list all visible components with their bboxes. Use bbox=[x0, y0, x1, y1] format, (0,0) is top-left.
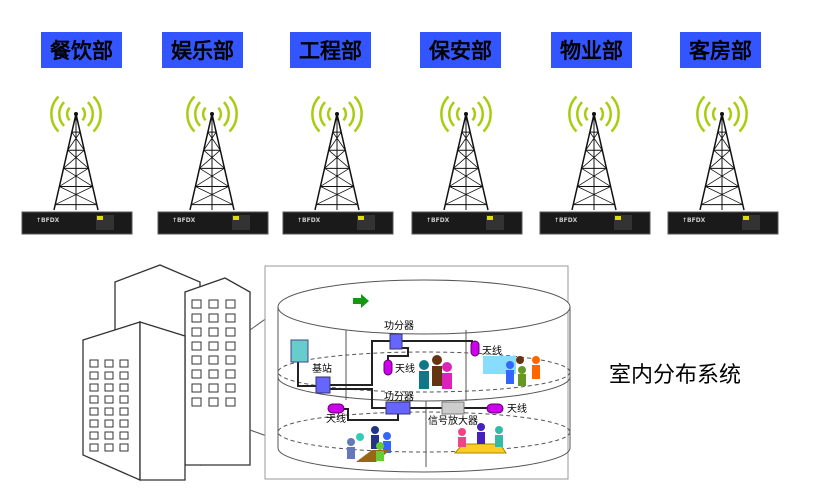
repeater-device: ↑BFDX bbox=[21, 211, 133, 235]
antenna-3 bbox=[327, 403, 345, 414]
department-label: 工程部 bbox=[290, 32, 371, 68]
tower-icon bbox=[311, 95, 363, 211]
antenna-4-label: 天线 bbox=[507, 402, 527, 415]
antenna-3-label: 天线 bbox=[326, 412, 346, 425]
repeater-brand: ↑BFDX bbox=[172, 217, 196, 224]
tower-icon bbox=[440, 95, 492, 211]
repeater-device: ↑BFDX bbox=[539, 211, 651, 235]
repeater-device: ↑BFDX bbox=[282, 211, 394, 235]
splitter-top bbox=[389, 333, 403, 350]
splitter-top-label: 功分器 bbox=[384, 320, 414, 332]
repeater-device: ↑BFDX bbox=[667, 211, 779, 235]
towers-layer: ↑BFDX ↑BFDX ↑BFDX ↑BFDX ↑BFDX ↑BFDX bbox=[21, 95, 779, 235]
base-station-label: 基站 bbox=[312, 362, 332, 375]
tower-icon bbox=[568, 95, 620, 211]
system-title: 室内分布系统 bbox=[609, 363, 742, 388]
repeater-device: ↑BFDX bbox=[157, 211, 269, 235]
department-label: 保安部 bbox=[420, 32, 501, 68]
people-icons bbox=[347, 355, 540, 462]
department-label: 物业部 bbox=[551, 32, 632, 68]
repeater-brand: ↑BFDX bbox=[682, 217, 706, 224]
antenna-1-label: 天线 bbox=[395, 362, 415, 375]
splitter-bottom-label: 功分器 bbox=[384, 391, 414, 403]
tower-icon bbox=[186, 95, 238, 211]
tower-icon bbox=[50, 95, 102, 211]
department-label: 餐饮部 bbox=[41, 32, 122, 68]
repeater-device: ↑BFDX bbox=[411, 211, 523, 235]
amplifier bbox=[441, 401, 465, 415]
repeater-brand: ↑BFDX bbox=[554, 217, 578, 224]
base-station bbox=[315, 376, 331, 394]
base-station-cabinet bbox=[290, 339, 309, 363]
antenna-2-label: 天线 bbox=[482, 344, 502, 357]
splitter-bottom bbox=[385, 401, 411, 415]
amplifier-label: 信号放大器 bbox=[428, 414, 478, 427]
repeater-brand: ↑BFDX bbox=[36, 217, 60, 224]
department-label: 娱乐部 bbox=[162, 32, 243, 68]
repeater-brand: ↑BFDX bbox=[297, 217, 321, 224]
antenna-2 bbox=[470, 340, 480, 357]
antenna-4 bbox=[486, 403, 504, 414]
repeater-brand: ↑BFDX bbox=[426, 217, 450, 224]
department-label: 客房部 bbox=[680, 32, 761, 68]
antenna-1 bbox=[383, 359, 393, 376]
tower-icon bbox=[696, 95, 748, 211]
arrow-icon bbox=[353, 294, 369, 308]
